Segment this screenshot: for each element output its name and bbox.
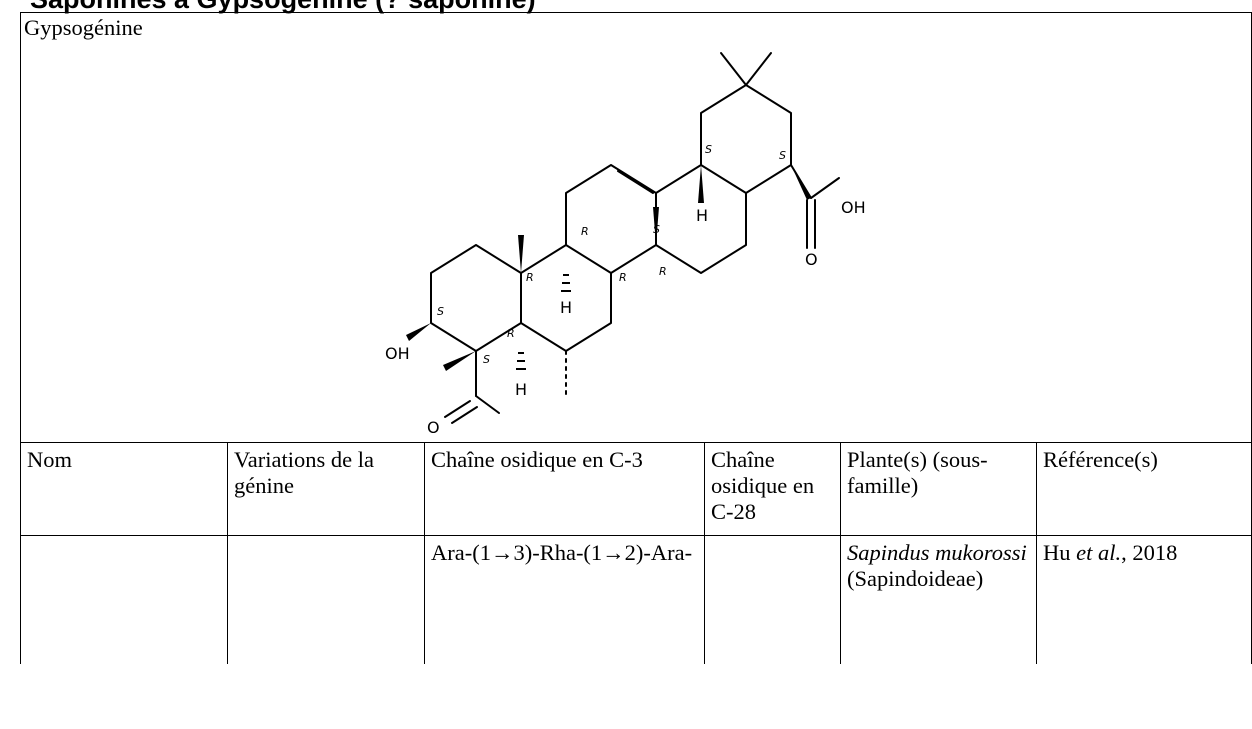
plant-species: Sapindus mukorossi [847,540,1027,565]
stereo-label: R [526,271,534,284]
structure-cell: Gypsogénine [19,12,1252,443]
h-label-3: H [515,380,527,399]
header-plantes: Plante(s) (sous-famille) [840,442,1037,536]
header-references: Référence(s) [1035,442,1252,536]
cell-nom [20,535,228,664]
saponin-table: Gypsogénine [19,12,1252,664]
header-chaine-c28: Chaîne osidique en C-28 [704,442,841,536]
genin-name: Gypsogénine [24,15,143,40]
carboxyl-o-label: O [805,250,818,269]
cell-plantes: Sapindus mukorossi (Sapindoideae) [840,535,1037,664]
cell-chaine-c28 [704,535,841,664]
carboxyl-oh-label: OH [841,198,866,217]
c3-oh-label: OH [385,344,410,363]
aldehyde-o-label: O [427,418,440,437]
reference-etal: et al. [1076,540,1122,565]
table-header-row: Nom Variations de la génine Chaîne osidi… [20,442,1252,536]
gypsogenin-structure: OH O OH O H H H S S R R S R R S R [21,13,1251,448]
stereo-label: S [779,149,786,162]
cell-reference: Hu et al., 2018 [1035,535,1252,664]
header-variations: Variations de la génine [227,442,425,536]
header-nom: Nom [20,442,228,536]
reference-author: Hu [1043,540,1077,565]
h-label-1: H [696,206,708,225]
header-chaine-c3: Chaîne osidique en C-3 [424,442,705,536]
stereo-label: S [705,143,712,156]
cell-variations [227,535,425,664]
stereo-label: S [437,305,444,318]
section-heading: Saponines à Gypsogénine (? saponine) [30,0,536,15]
h-label-2: H [560,298,572,317]
table-row: Ara-(1→3)-Rha-(1→2)-Ara- Sapindus mukoro… [20,535,1252,664]
stereo-label: R [619,271,627,284]
stereo-label: S [483,353,490,366]
stereo-label: S [653,223,660,236]
stereo-label: R [659,265,667,278]
stereo-label: R [507,327,515,340]
structure-row: Gypsogénine [19,12,1252,443]
molecule-drawing: OH O OH O H H H S S R R S R R S R [385,52,866,437]
plant-subfamily: (Sapindoideae) [847,566,984,591]
stereo-label: R [581,225,589,238]
cell-chaine-c3: Ara-(1→3)-Rha-(1→2)-Ara- [424,535,705,664]
reference-year: , 2018 [1121,540,1178,565]
